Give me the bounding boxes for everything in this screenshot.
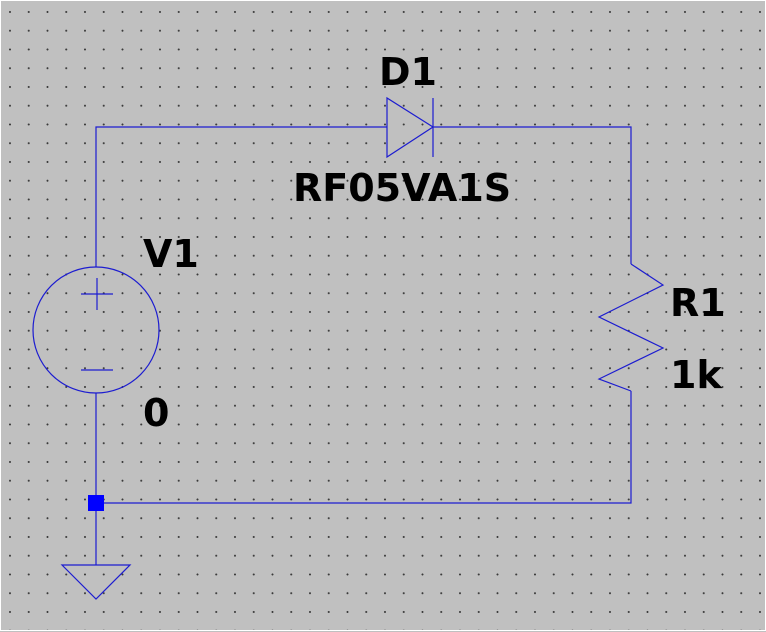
diode-d1-symbol[interactable]	[386, 96, 435, 159]
wire-right-bottom[interactable]	[96, 391, 632, 504]
junction-dot[interactable]	[88, 495, 104, 511]
resistor-value-label[interactable]: 1k	[670, 353, 722, 397]
diode-ref-label[interactable]: D1	[379, 50, 437, 94]
resistor-ref-label[interactable]: R1	[670, 281, 726, 325]
diode-value-label[interactable]: RF05VA1S	[293, 166, 512, 210]
resistor-r1-symbol[interactable]	[597, 263, 665, 392]
ground-symbol[interactable]	[60, 564, 132, 600]
wire-top-left[interactable]	[95, 126, 387, 262]
source-value-label[interactable]: 0	[143, 391, 170, 435]
voltage-source-v1-symbol[interactable]	[32, 262, 160, 394]
source-ref-label[interactable]: V1	[143, 232, 199, 276]
wire-top-right[interactable]	[433, 126, 632, 264]
